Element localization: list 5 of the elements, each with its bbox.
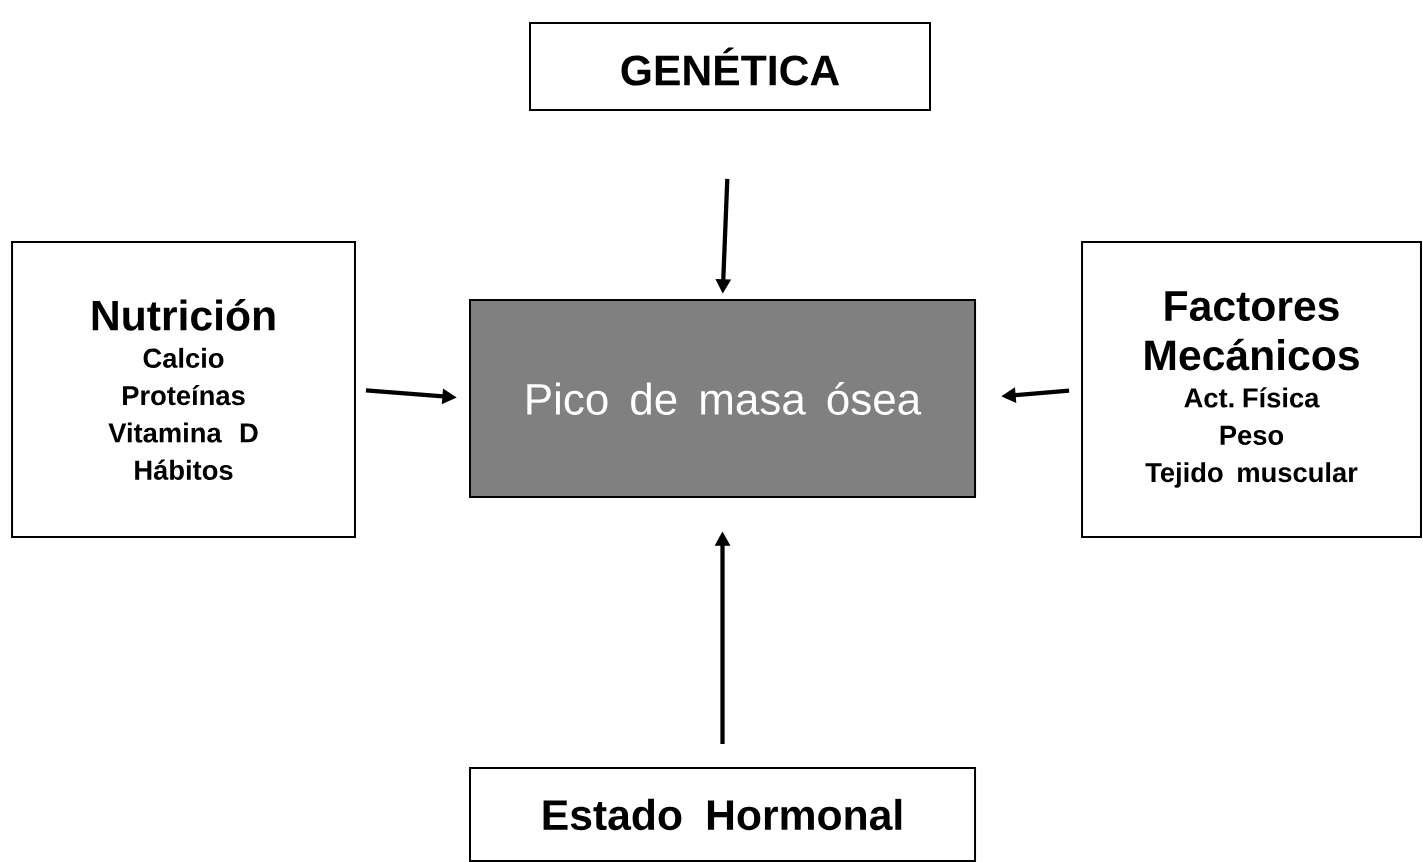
factor-box: Nutrición Calcio Proteínas Vitamina D Hábitos	[11, 241, 356, 538]
factor-box: GENÉTICA	[529, 22, 931, 111]
factor-box: Factores Mecánicos Act. Física Peso Tejido muscular	[1081, 241, 1422, 538]
process-box: Pico de masa ósea	[469, 298, 977, 499]
factor-box: Estado Hormonal	[469, 766, 977, 862]
